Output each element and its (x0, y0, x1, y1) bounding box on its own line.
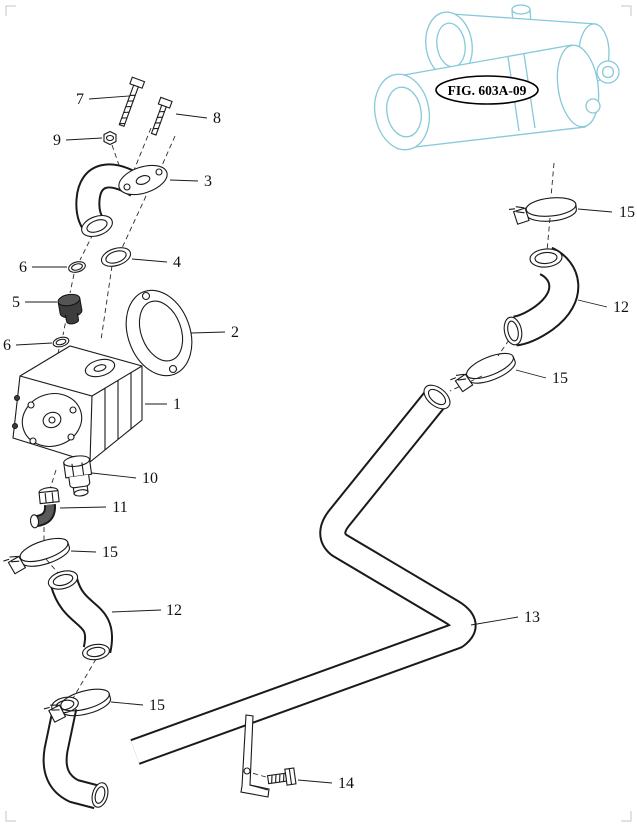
callout-6a: 6 (19, 259, 27, 276)
callout-14: 14 (338, 775, 354, 792)
part-9-nut (103, 130, 117, 146)
part-12-elbow-hose-left (47, 570, 113, 661)
callout-12a: 12 (166, 602, 182, 619)
part-7-bolt (118, 76, 146, 128)
callout-numbers: 7 8 9 3 6 4 5 6 2 1 10 11 15 12 15 15 12… (3, 91, 635, 792)
hose-clamp (450, 352, 516, 393)
part-13-long-hose (130, 384, 477, 765)
callout-12b: 12 (613, 299, 629, 316)
part-2-cover-plate (125, 289, 193, 377)
part-14-bolt (266, 767, 297, 786)
callout-8: 8 (213, 110, 221, 127)
hose-clamp (43, 688, 112, 723)
callout-5: 5 (12, 294, 20, 311)
callout-2: 2 (231, 324, 239, 341)
part-10-fitting (63, 455, 93, 497)
callout-9: 9 (53, 132, 61, 149)
part-11-elbow-fitting (29, 487, 60, 529)
callout-3: 3 (204, 173, 212, 190)
callout-15a: 15 (102, 544, 118, 561)
part-12-elbow-hose-right (503, 246, 580, 347)
callout-1: 1 (173, 396, 181, 413)
page-corner-marks (5, 5, 632, 822)
part-5-plug (57, 293, 83, 325)
callout-15b: 15 (149, 697, 165, 714)
callout-15c: 15 (619, 204, 635, 221)
callout-15d: 15 (552, 370, 568, 387)
part-6-o-ring-lower (52, 336, 70, 348)
part-4-gasket-ring (100, 247, 132, 267)
hose-clamp (3, 537, 71, 575)
part-6-o-ring-upper (68, 261, 86, 273)
part-8-bolt (150, 96, 173, 136)
callout-13: 13 (524, 609, 540, 626)
callout-7: 7 (76, 91, 84, 108)
callout-10: 10 (142, 470, 158, 487)
leader-lines (15, 95, 613, 784)
figure-reference-balloon: FIG. 603A-09 (435, 75, 539, 105)
callout-4: 4 (173, 254, 181, 271)
part-3-elbow-pipe (75, 163, 168, 238)
callout-6b: 6 (3, 337, 11, 354)
part-1-pump-body (12, 345, 143, 463)
figure-label: FIG. 603A-09 (448, 83, 527, 98)
callout-11: 11 (112, 499, 127, 516)
part-bracket (240, 714, 270, 798)
hose-clamp (508, 197, 577, 225)
